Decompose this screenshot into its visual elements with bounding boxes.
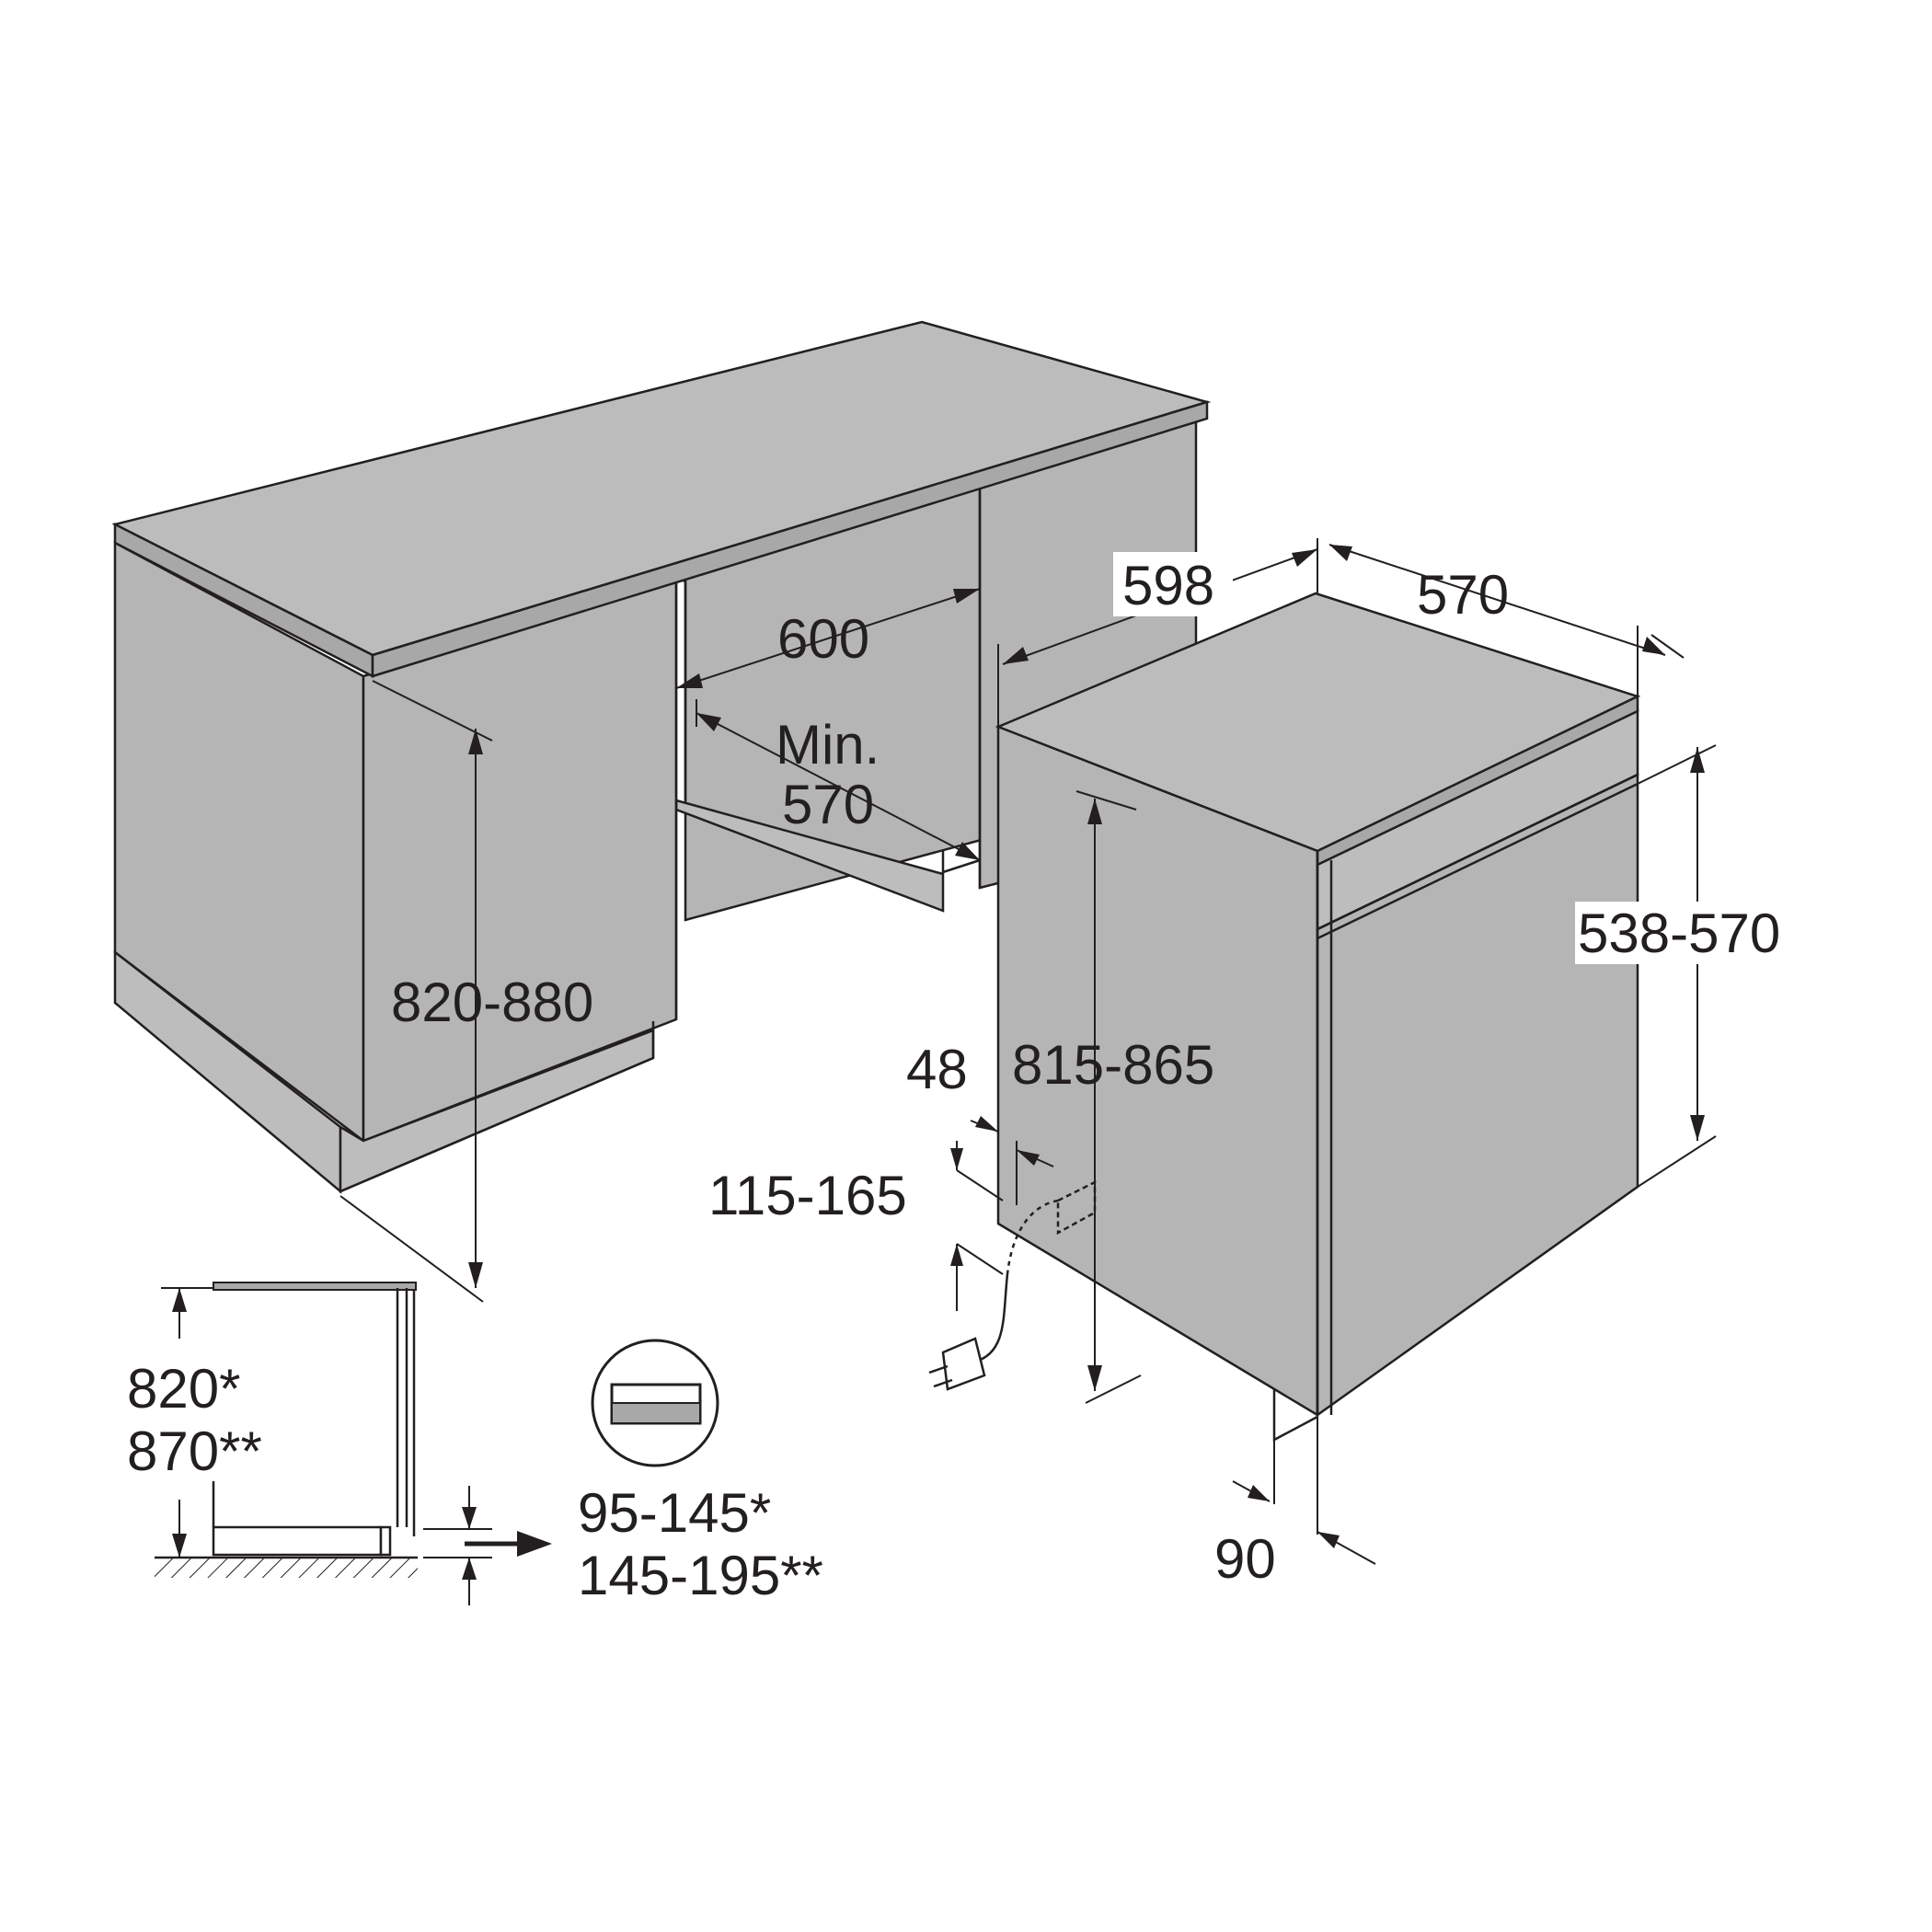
label-side-offset: 48 [906,1039,968,1100]
label-width-598: 598 [1122,555,1214,616]
label-niche-width-600: 600 [777,608,869,670]
plinth-symbol-icon [591,1339,719,1467]
power-plug-icon [928,1337,986,1391]
label-plinth-depth: 90 [1214,1528,1276,1590]
dimension-labels: 598 570 600 Min. 570 820-880 538-570 815… [124,552,1812,1606]
label-worktop-height-2: 870** [127,1420,262,1482]
label-appliance-height: 815-865 [1012,1034,1214,1096]
worktop-height-detail [155,1282,552,1605]
dishwasher-appliance [974,592,1641,1443]
label-niche-height: 820-880 [391,972,593,1033]
label-depth-570: 570 [1417,564,1509,626]
label-plinth-height-2: 145-195** [578,1545,823,1606]
label-niche-depth-min: Min. [776,714,880,776]
label-plinth-height-1: 95-145* [578,1482,771,1544]
label-connection-height: 115-165 [708,1165,907,1226]
kitchen-cabinet-niche [111,320,1212,1194]
label-worktop-height-1: 820* [127,1358,240,1420]
label-niche-depth-570: 570 [782,774,874,835]
hatched-floor-icon [155,1558,418,1578]
label-panel-height: 538-570 [1578,903,1780,964]
